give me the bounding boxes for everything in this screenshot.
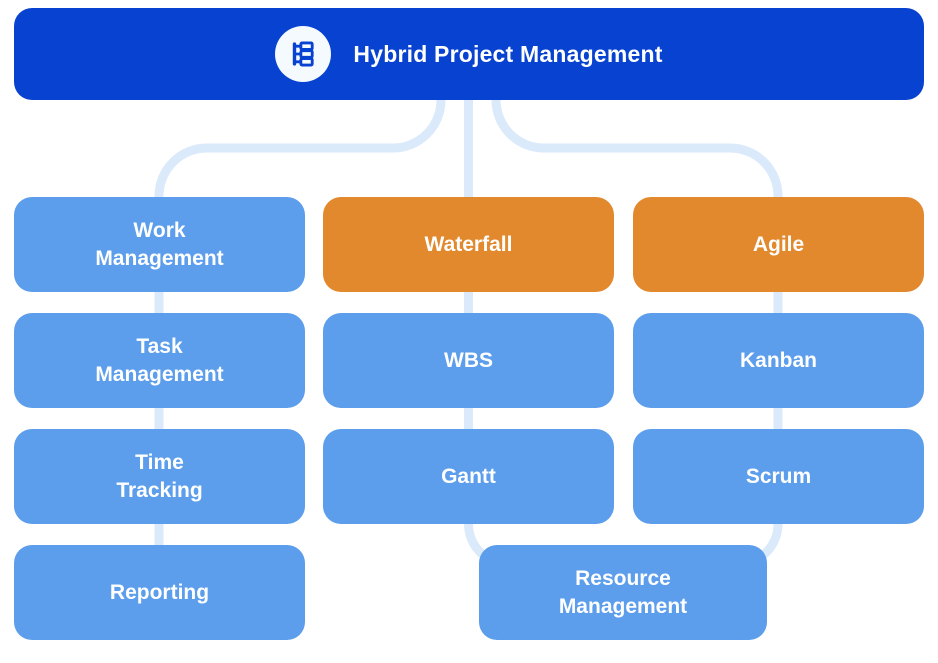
node-work-management: Work Management	[14, 197, 305, 292]
node-waterfall: Waterfall	[323, 197, 614, 292]
page-title: Hybrid Project Management	[353, 40, 663, 67]
node-agile: Agile	[633, 197, 924, 292]
node-reporting: Reporting	[14, 545, 305, 640]
node-task-management: Task Management	[14, 313, 305, 408]
node-wbs: WBS	[323, 313, 614, 408]
wbs-hierarchy-icon	[275, 26, 332, 82]
node-scrum: Scrum	[633, 429, 924, 524]
node-time-tracking: Time Tracking	[14, 429, 305, 524]
node-gantt: Gantt	[323, 429, 614, 524]
connector-left-branch	[154, 99, 446, 560]
connector-right-branch	[491, 99, 783, 569]
node-resource-management: Resource Management	[479, 545, 767, 640]
node-kanban: Kanban	[633, 313, 924, 408]
root-node-hybrid-project-management: Hybrid Project Management	[14, 8, 924, 100]
